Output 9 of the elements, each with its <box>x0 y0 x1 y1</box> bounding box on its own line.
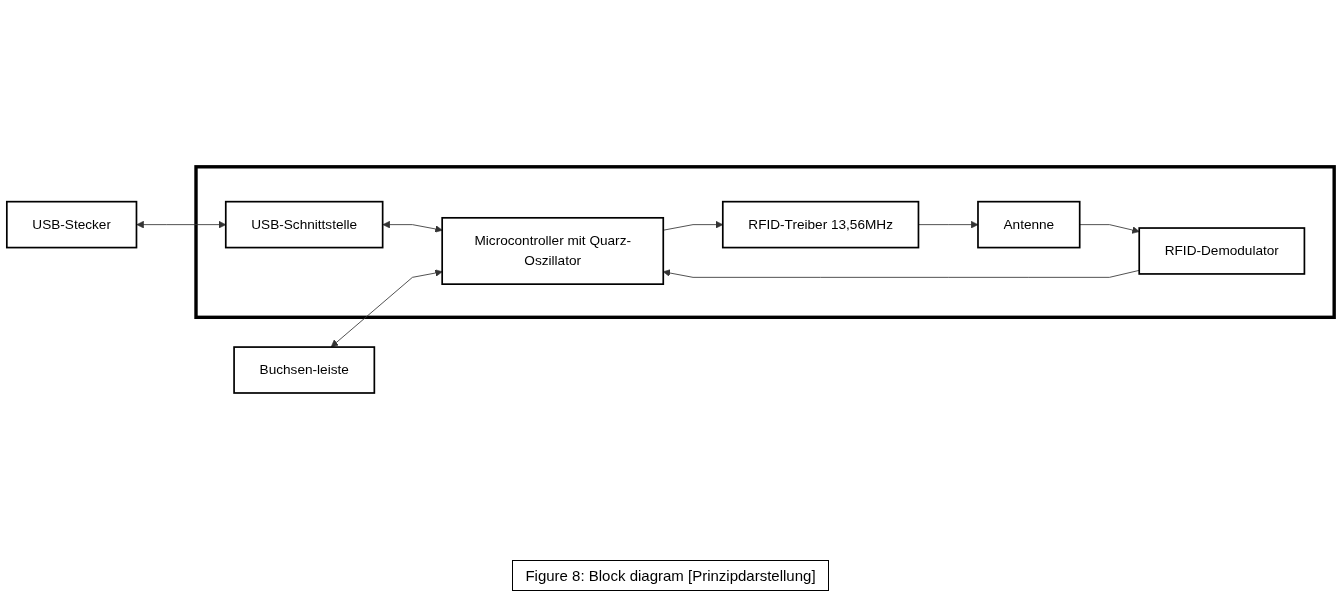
node-box: Microcontroller mit Quarz-Oszillator <box>441 217 665 286</box>
node-box: Buchsen-leiste <box>233 346 376 394</box>
node-box: RFID-Demodulator <box>1138 227 1306 275</box>
node-box: RFID-Treiber 13,56MHz <box>721 200 920 249</box>
node-box: USB-Schnittstelle <box>224 200 384 249</box>
node-box: USB-Stecker <box>6 200 138 249</box>
node-box: Antenne <box>977 200 1081 249</box>
figure-caption: Figure 8: Block diagram [Prinzipdarstellung] <box>512 560 829 591</box>
cluster <box>194 165 1336 320</box>
